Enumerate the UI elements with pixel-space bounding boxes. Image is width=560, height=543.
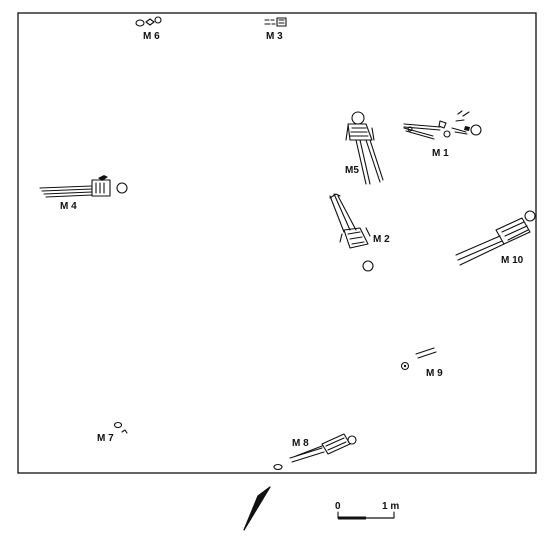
burial-label-m2: M 2 bbox=[373, 234, 390, 245]
excavation-boundary bbox=[17, 12, 537, 474]
burial-m4: M 4 bbox=[39, 175, 128, 212]
burial-m1: M 1 bbox=[403, 110, 482, 159]
burial-m8: M 8 bbox=[273, 433, 357, 471]
skeleton-m6 bbox=[135, 16, 162, 27]
burial-m3: M 3 bbox=[264, 17, 287, 42]
skeleton-m2 bbox=[329, 193, 374, 272]
burial-m9: M 9 bbox=[400, 347, 443, 379]
burial-m6: M 6 bbox=[135, 16, 162, 42]
burial-label-m6: M 6 bbox=[143, 31, 160, 42]
burial-m5: M5 bbox=[345, 111, 384, 185]
scale-bar: 0 1 m bbox=[335, 501, 399, 520]
skeleton-m4 bbox=[39, 175, 128, 198]
burial-label-m3: M 3 bbox=[266, 31, 283, 42]
burial-m10: M 10 bbox=[455, 210, 536, 266]
skeleton-m7 bbox=[113, 421, 128, 434]
north-arrow-icon bbox=[243, 486, 271, 531]
skeleton-m3 bbox=[264, 17, 287, 27]
skeleton-m1 bbox=[403, 110, 482, 140]
skeleton-m8 bbox=[273, 433, 357, 471]
scale-start-label: 0 bbox=[335, 501, 341, 512]
burial-label-m7: M 7 bbox=[97, 433, 114, 444]
skeleton-m5 bbox=[345, 111, 384, 185]
skeleton-m9 bbox=[400, 347, 437, 371]
burial-m7: M 7 bbox=[97, 421, 128, 444]
skeleton-m10 bbox=[455, 210, 536, 266]
burial-label-m5: M5 bbox=[345, 165, 359, 176]
burial-label-m8: M 8 bbox=[292, 438, 309, 449]
burial-label-m1: M 1 bbox=[432, 148, 449, 159]
burial-m2: M 2 bbox=[329, 193, 390, 272]
burial-label-m9: M 9 bbox=[426, 368, 443, 379]
scale-end-label: 1 m bbox=[382, 501, 399, 512]
burial-label-m4: M 4 bbox=[60, 201, 77, 212]
burial-label-m10: M 10 bbox=[501, 255, 524, 266]
